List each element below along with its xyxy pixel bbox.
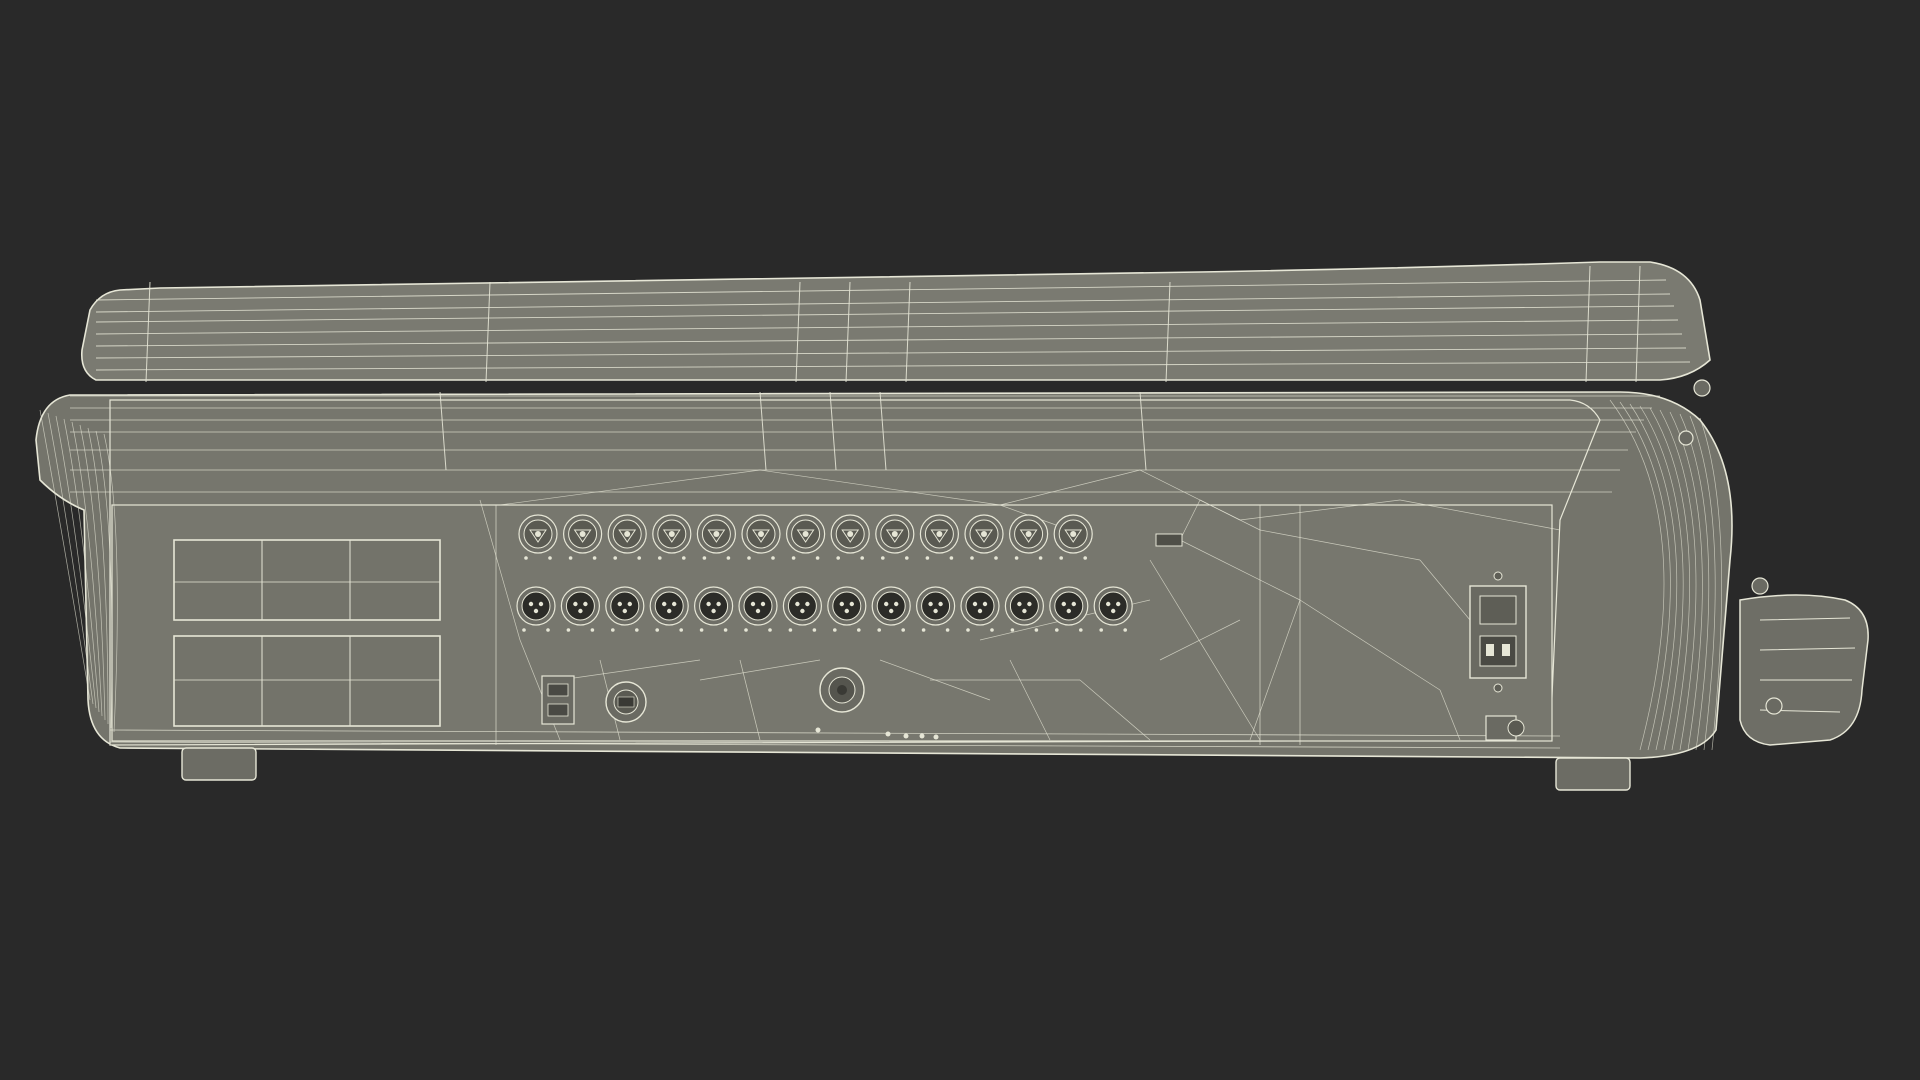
- xlr-output-connector: [782, 586, 823, 632]
- xlr-input-connector: [785, 514, 826, 560]
- xlr-input-connector: [607, 514, 647, 560]
- xlr-input-connector: [1053, 514, 1093, 560]
- network-connector: [815, 667, 939, 740]
- vent-panels: [173, 539, 441, 727]
- xlr-output-connector: [1093, 586, 1133, 632]
- vent-panel-top: [173, 539, 441, 621]
- xlr-output-connector: [827, 586, 867, 632]
- xlr-input-connector: [964, 514, 1004, 560]
- xlr-output-connector: [960, 586, 1000, 632]
- ethercon-port: [605, 681, 647, 723]
- wireframe-mesh: [39, 265, 1722, 751]
- power-inlet: [1469, 571, 1527, 693]
- xlr-input-connector: [1008, 514, 1049, 560]
- ethernet-ports: [541, 675, 575, 725]
- xlr-output-connector: [738, 586, 778, 632]
- foot-left: [181, 747, 257, 781]
- xlr-output-connector: [1004, 586, 1045, 632]
- xlr-input-connector: [919, 514, 960, 560]
- xlr-input-connector: [696, 514, 737, 560]
- xlr-output-row: [516, 586, 1133, 632]
- vent-panel-bottom: [173, 635, 441, 727]
- usb-port: [1155, 533, 1183, 547]
- xlr-output-connector: [516, 586, 556, 632]
- xlr-output-connector: [693, 586, 734, 632]
- console-top-lid: [80, 261, 1711, 381]
- foot-right: [1555, 757, 1631, 791]
- xlr-output-connector: [560, 586, 601, 632]
- xlr-input-connector: [518, 514, 558, 560]
- xlr-input-connector: [652, 514, 692, 560]
- xlr-input-connector: [830, 514, 870, 560]
- xlr-output-connector: [1049, 586, 1089, 632]
- side-fittings: [1678, 379, 1783, 715]
- xlr-input-connector: [875, 514, 915, 560]
- xlr-output-connector: [649, 586, 689, 632]
- xlr-input-connector: [562, 514, 603, 560]
- side-handle: [1739, 594, 1869, 746]
- ground-terminal: [1485, 715, 1525, 741]
- rubber-feet: [181, 747, 1631, 791]
- xlr-input-row: [518, 514, 1093, 560]
- xlr-output-connector: [871, 586, 911, 632]
- xlr-output-connector: [915, 586, 956, 632]
- xlr-output-connector: [605, 586, 645, 632]
- xlr-input-connector: [741, 514, 781, 560]
